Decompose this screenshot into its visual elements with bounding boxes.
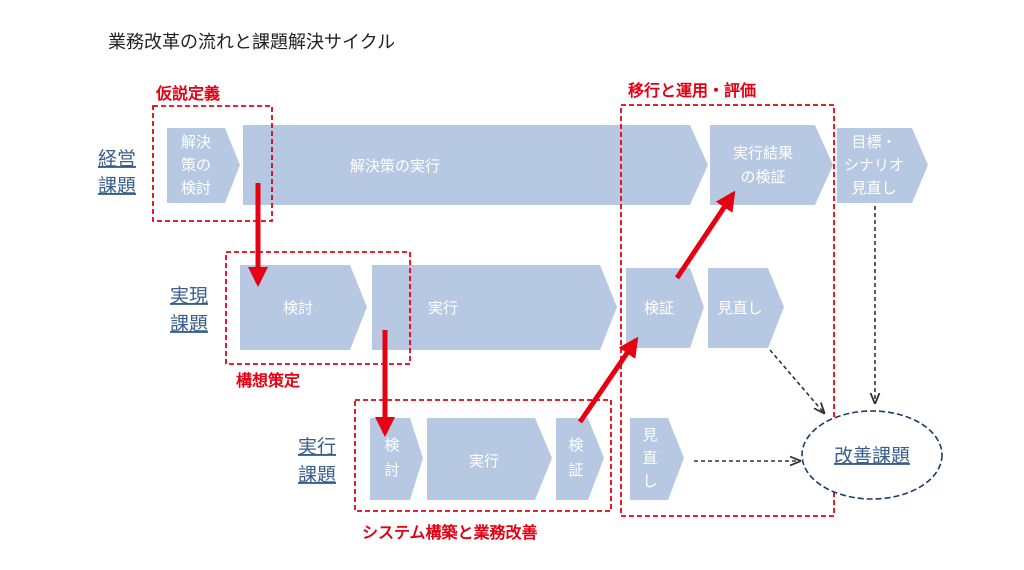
svg-text:実行結果: 実行結果 [733,144,793,162]
arrow-m-verify-label: 実行結果 の検証 [733,144,793,186]
arrow-r-review [708,268,784,348]
arrow-e-exec [427,418,552,500]
svg-text:策の: 策の [181,156,211,174]
svg-text:討: 討 [384,461,399,479]
arrow-m-review-label: 目標・ シナリオ 見直し [844,133,904,197]
stage-label-hypothesis: 仮説定義 [155,84,220,103]
arrow-r-study [240,265,367,350]
red-arrow-system-to-verify [577,336,639,424]
arrow-m-study [167,128,240,203]
svg-text:検: 検 [384,436,399,454]
arrow-e-exec-label: 実行 [469,452,499,470]
svg-text:実行: 実行 [298,436,336,458]
stage-box-system [354,399,612,512]
arrow-m-exec [243,125,708,205]
arrow-m-review [837,128,928,203]
svg-text:課題: 課題 [298,464,336,486]
arrow-r-verify [626,268,704,348]
svg-text:解決: 解決 [181,133,211,151]
arrow-e-review-label: 見 直 し [642,426,657,490]
svg-text:目標・: 目標・ [851,133,896,151]
arrow-e-verify-label: 検 証 [568,436,583,479]
arrow-r-exec-label: 実行 [428,299,458,317]
arrow-m-exec-label: 解決策の実行 [350,157,440,175]
goal-ellipse [801,410,943,500]
stage-label-system: システム構築と業務改善 [362,523,538,542]
dashed-arrow-from-r-review [769,349,824,413]
stage-box-concept [225,251,411,365]
stage-box-migration [620,104,835,517]
svg-text:直: 直 [642,449,657,467]
stage-label-migration: 移行と運用・評価 [628,81,756,100]
page-title: 業務改革の流れと課題解決サイクル [108,32,395,53]
arrow-e-study [370,418,423,500]
svg-text:経営: 経営 [98,148,136,170]
red-arrow-verify-to-result [674,190,736,280]
arrow-e-study-label: 検 討 [384,436,399,479]
arrow-e-review [630,418,684,500]
svg-text:の検証: の検証 [740,168,785,186]
arrow-e-verify [556,418,604,500]
svg-text:実現: 実現 [170,285,208,307]
svg-text:見直し: 見直し [851,179,896,197]
arrow-r-review-label: 見直し [717,299,762,317]
svg-text:検: 検 [568,436,583,454]
row-label-realization: 実現 課題 [170,285,208,335]
arrow-r-verify-label: 検証 [644,299,674,317]
row-label-management: 経営 課題 [98,148,136,197]
arrow-m-study-label: 解決 策の 検討 [181,133,211,197]
svg-text:見: 見 [642,426,657,444]
row-label-execution: 実行 課題 [298,436,336,486]
svg-text:し: し [642,472,657,490]
svg-text:課題: 課題 [98,175,136,197]
stage-box-hypothesis [152,105,273,222]
svg-text:証: 証 [568,461,583,479]
arrow-r-study-label: 検討 [283,299,313,317]
arrow-r-exec [372,265,617,350]
svg-text:課題: 課題 [170,313,208,335]
goal-label: 改善課題 [834,445,910,467]
svg-text:シナリオ: シナリオ [844,156,904,174]
svg-text:検討: 検討 [181,179,211,197]
arrow-m-verify [710,125,833,205]
stage-label-concept: 構想策定 [236,371,300,390]
